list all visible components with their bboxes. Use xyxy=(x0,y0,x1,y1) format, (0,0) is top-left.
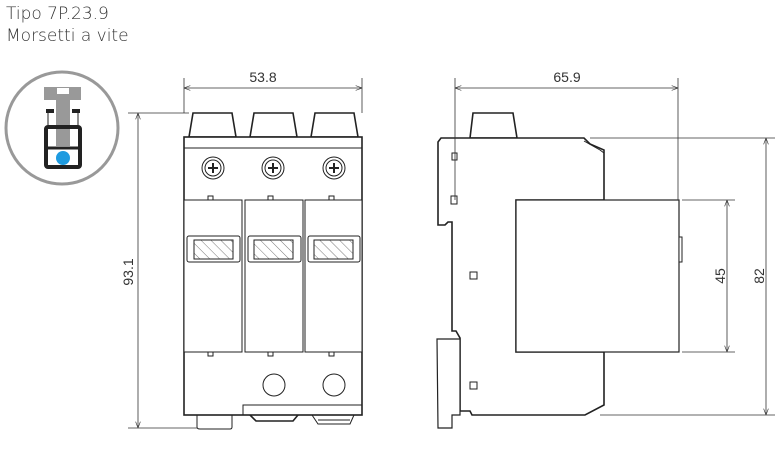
side-front-height-label: 45 xyxy=(712,268,728,284)
front-view xyxy=(183,112,363,430)
front-height-label: 93.1 xyxy=(120,258,136,285)
side-depth-label: 65.9 xyxy=(553,69,580,85)
side-dimensions xyxy=(454,78,775,416)
side-body-height-label: 82 xyxy=(751,268,767,284)
screw-terminal-icon xyxy=(4,70,120,186)
terminal-label: Morsetti a vite xyxy=(6,26,129,46)
front-dimensions xyxy=(128,78,363,429)
side-view xyxy=(436,112,683,429)
type-label: Tipo 7P.23.9 xyxy=(6,4,109,24)
front-width-label: 53.8 xyxy=(249,69,276,85)
